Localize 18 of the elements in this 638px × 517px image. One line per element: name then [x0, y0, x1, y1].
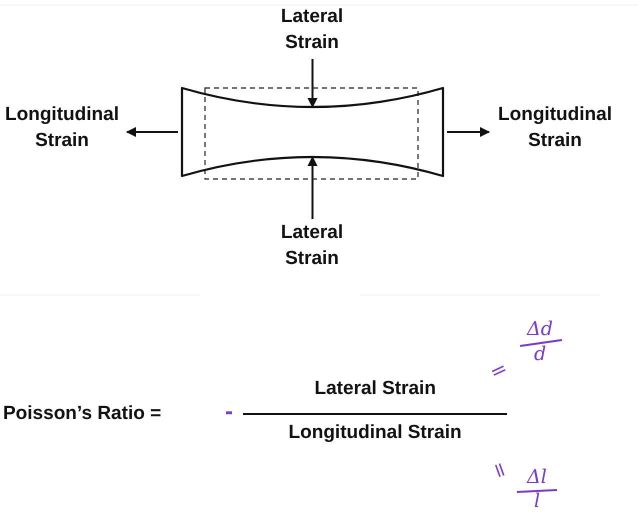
handwritten-equals: =	[486, 458, 515, 482]
denominator-text: Longitudinal Strain	[288, 422, 462, 444]
minus-sign: -	[225, 398, 233, 426]
handwritten-denominator: l	[534, 490, 540, 512]
handwritten-denominator: d	[534, 343, 546, 365]
strain-label: Longitudinal Strain	[497, 103, 613, 153]
arrow	[308, 156, 318, 219]
handwritten-numerator: Δl	[527, 466, 547, 488]
strain-label: Lateral Strain	[280, 5, 344, 55]
strain-label: Lateral Strain	[280, 221, 344, 271]
formula-text: Poisson’s Ratio =	[3, 403, 162, 425]
arrow	[447, 127, 490, 137]
handwritten-numerator: Δd	[527, 318, 553, 340]
handwritten-equals: =	[486, 356, 512, 384]
arrow	[308, 59, 318, 108]
numerator-text: Lateral Strain	[314, 378, 436, 400]
arrow	[126, 127, 178, 137]
strain-label: Longitudinal Strain	[4, 103, 120, 153]
